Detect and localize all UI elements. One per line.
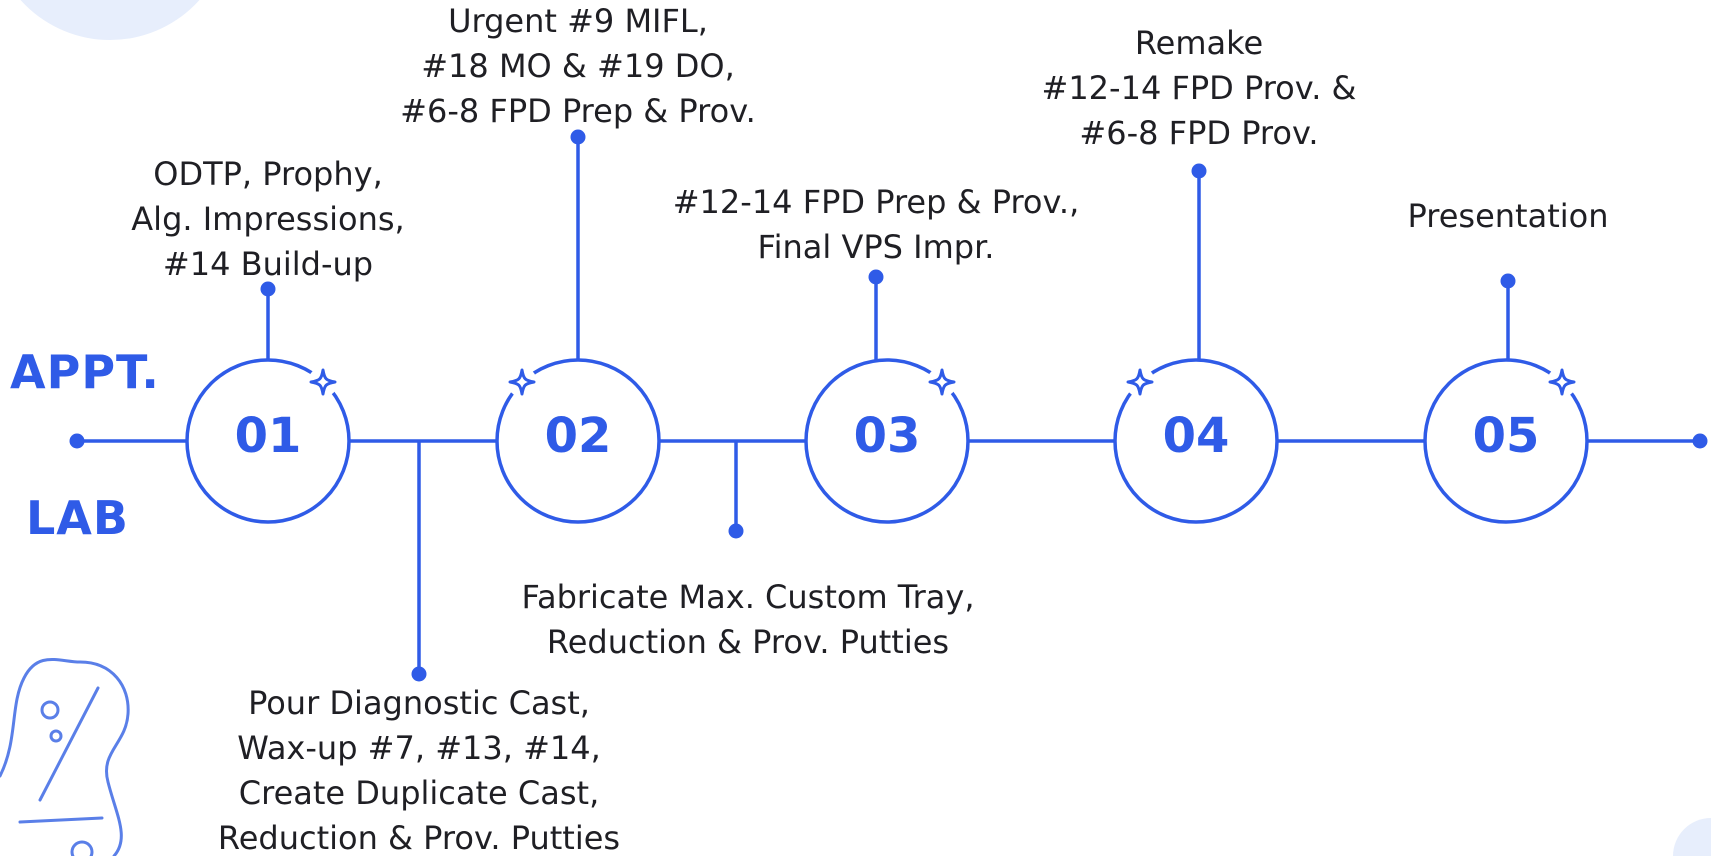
step-circle-03 <box>804 358 970 524</box>
timeline-end-dot <box>1692 433 1708 449</box>
step-number-02: 02 <box>544 408 612 464</box>
appt-dot-02 <box>570 129 586 145</box>
note-line: Final VPS Impr. <box>757 228 995 266</box>
note-line: Urgent #9 MIFL, <box>448 2 708 40</box>
test-tube-icon <box>0 657 130 856</box>
note-line: Pour Diagnostic Cast, <box>248 684 590 722</box>
lab-dot-01 <box>411 666 427 682</box>
lab-note-02: Fabricate Max. Custom Tray, Reduction & … <box>521 575 974 665</box>
note-line: #6-8 FPD Prov. <box>1079 114 1319 152</box>
lab-row-label: LAB <box>26 491 129 545</box>
appointment-note-05: Presentation <box>1408 194 1609 239</box>
note-line: #12-14 FPD Prov. & <box>1041 69 1357 107</box>
appt-dot-01 <box>260 281 276 297</box>
step-circle-02 <box>495 358 661 524</box>
sparkle-icon <box>1125 367 1155 397</box>
appt-dot-03 <box>868 269 884 285</box>
step-circle-05 <box>1423 358 1589 524</box>
sparkle-icon <box>507 367 537 397</box>
appt-connectors <box>266 137 1510 362</box>
step-number-04: 04 <box>1162 408 1230 464</box>
appt-dot-05 <box>1500 273 1516 289</box>
sparkle-icon <box>927 367 957 397</box>
note-line: #6-8 FPD Prep & Prov. <box>400 92 756 130</box>
note-line: Wax-up #7, #13, #14, <box>237 729 601 767</box>
note-line: #14 Build-up <box>162 245 374 283</box>
appointment-row-label: APPT. <box>10 345 160 399</box>
decor-blob-top <box>20 0 200 40</box>
lab-note-01: Pour Diagnostic Cast, Wax-up #7, #13, #1… <box>218 681 620 861</box>
step-number-05: 05 <box>1472 408 1540 464</box>
note-line: Reduction & Prov. Putties <box>217 819 621 857</box>
note-line: #18 MO & #19 DO, <box>421 47 735 85</box>
step-circle-04 <box>1113 358 1279 524</box>
sparkle-icon <box>1547 367 1577 397</box>
step-circles <box>185 358 1589 524</box>
note-line: Remake <box>1134 24 1264 62</box>
note-line: Fabricate Max. Custom Tray, <box>521 578 975 616</box>
lab-dot-02 <box>728 523 744 539</box>
step-number-03: 03 <box>853 408 921 464</box>
timeline-start-dot <box>69 433 85 449</box>
decor-blob-bottom <box>1673 818 1711 856</box>
sparkle-icon <box>308 367 338 397</box>
note-line: ODTP, Prophy, <box>153 155 383 193</box>
step-circle-01 <box>185 358 351 524</box>
note-line: Alg. Impressions, <box>131 200 405 238</box>
note-line: Reduction & Prov. Putties <box>546 623 950 661</box>
note-line: #12-14 FPD Prep & Prov., <box>672 183 1080 221</box>
appointment-note-04: Remake #12-14 FPD Prov. & #6-8 FPD Prov. <box>1042 21 1357 156</box>
appointment-note-01: ODTP, Prophy, Alg. Impressions, #14 Buil… <box>131 152 404 287</box>
appointment-note-02: Urgent #9 MIFL, #18 MO & #19 DO, #6-8 FP… <box>400 0 756 134</box>
note-line: Create Duplicate Cast, <box>238 774 600 812</box>
appointment-note-03: #12-14 FPD Prep & Prov., Final VPS Impr. <box>673 180 1080 270</box>
step-number-01: 01 <box>234 408 302 464</box>
lab-connectors <box>417 441 738 674</box>
appt-dot-04 <box>1191 163 1207 179</box>
note-line: Presentation <box>1407 197 1609 235</box>
